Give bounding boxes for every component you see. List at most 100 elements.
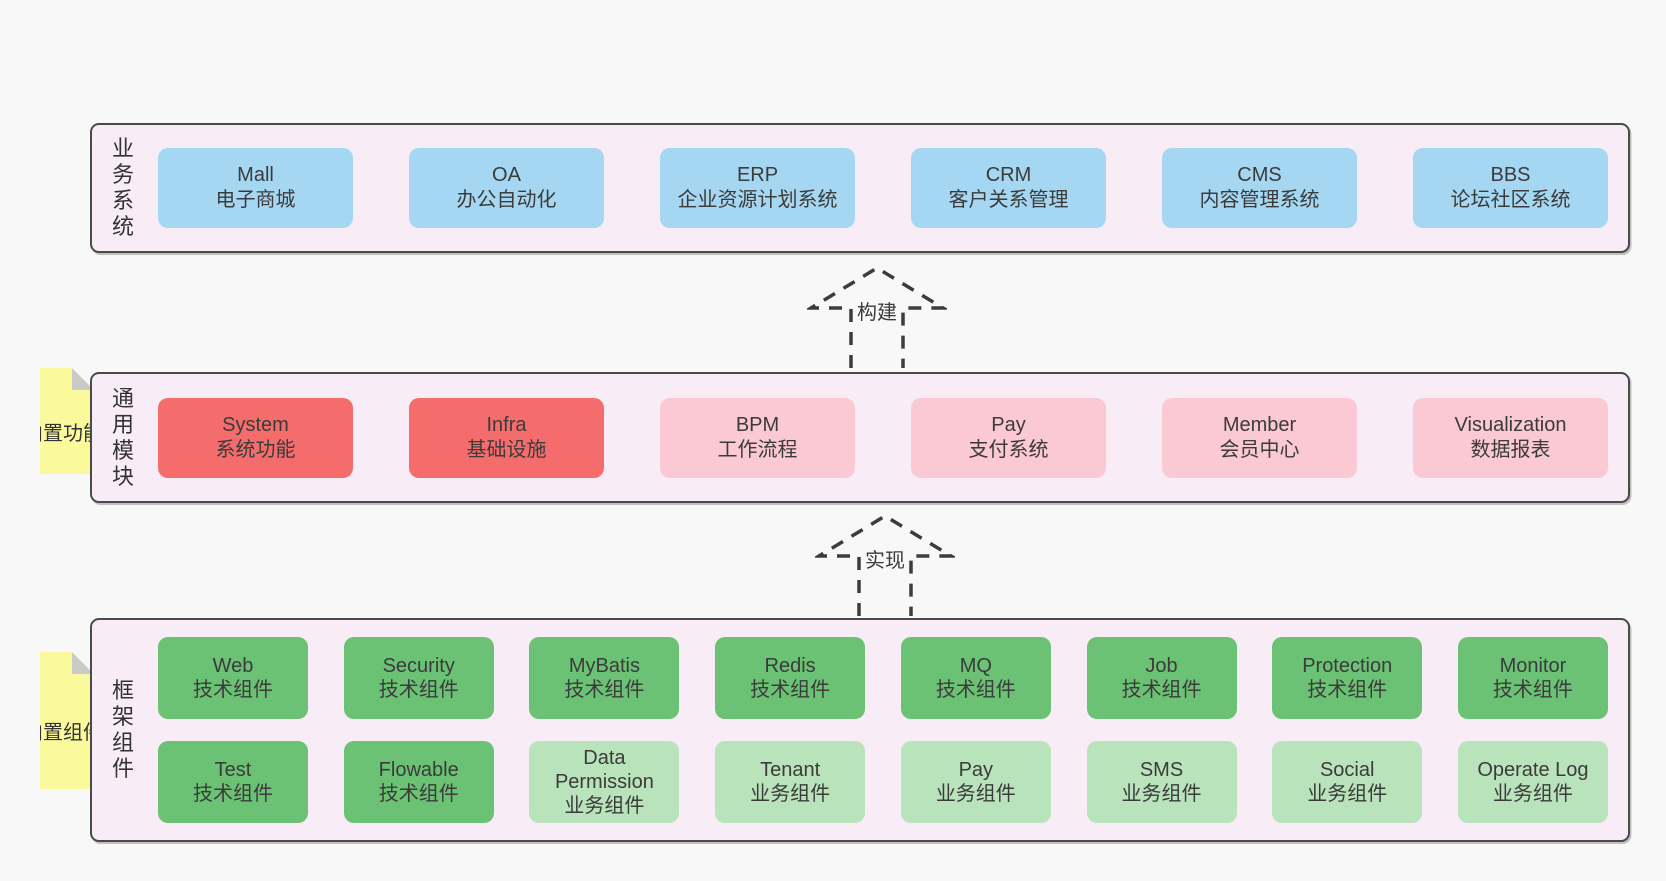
component-sms: SMS 业务组件 [1086,741,1237,823]
arrow-implement-label: 实现 [862,544,908,573]
component-social: Social 业务组件 [1272,741,1423,823]
band-content: Mall 电子商城 OA 办公自动化 ERP 企业资源计划系统 CRM 客户关系… [142,148,1628,228]
component-subtitle: 业务组件 [750,783,831,805]
component-subtitle: 技术组件 [193,679,273,701]
module-bpm: BPM 工作流程 [660,397,855,478]
module-title: OA [492,164,521,186]
module-erp: ERP 企业资源计划系统 [660,148,855,228]
component-title: Protection [1302,655,1393,677]
component-title: Redis [764,655,816,677]
band-label-business-systems: 业务系统 [111,136,134,239]
module-member: Member 会员中心 [1162,397,1357,478]
component-redis: Redis 技术组件 [715,637,866,719]
module-subtitle: 系统功能 [215,438,296,461]
component-subtitle: 业务组件 [1121,783,1202,805]
module-title: Pay [991,413,1026,436]
module-title: Visualization [1454,413,1567,436]
component-operate-log: Operate Log 业务组件 [1457,741,1608,823]
component-subtitle: 技术组件 [1121,679,1202,701]
component-title: Social [1319,759,1375,781]
module-subtitle: 论坛社区系统 [1450,189,1571,211]
component-security: Security 技术组件 [343,637,494,719]
component-title: Data Permission [554,747,654,793]
component-tenant: Tenant 业务组件 [715,741,866,823]
component-job: Job 技术组件 [1086,637,1237,719]
band-business-systems: 业务系统 Mall 电子商城 OA 办公自动化 ERP 企业资源计划系统 CRM… [90,123,1630,253]
component-test: Test 技术组件 [158,741,308,823]
band-content: Web 技术组件 Security 技术组件 MyBatis 技术组件 Redi… [142,637,1628,823]
module-title: BBS [1490,164,1531,186]
component-mq: MQ 技术组件 [900,637,1051,719]
band-label-framework-components: 框架组件 [111,678,134,781]
component-subtitle: 技术组件 [378,783,459,805]
folded-corner-icon [72,368,94,390]
component-subtitle: 技术组件 [378,679,459,701]
component-protection: Protection 技术组件 [1272,637,1423,719]
module-subtitle: 电子商城 [215,189,296,211]
module-title: Infra [486,413,527,436]
band-label-common-modules: 通用模块 [111,385,134,489]
band-framework-components: 框架组件 Web 技术组件 Security 技术组件 MyBatis 技术组件 [90,618,1630,842]
module-mall: Mall 电子商城 [158,148,353,228]
component-title: Test [214,759,252,781]
module-visualization: Visualization 数据报表 [1413,397,1608,478]
component-title: Job [1145,655,1178,677]
module-subtitle: 办公自动化 [456,189,557,211]
module-title: BPM [735,413,780,436]
component-web: Web 技术组件 [158,637,308,719]
component-title: Security [382,655,455,677]
module-subtitle: 会员中心 [1219,438,1300,461]
component-subtitle: 业务组件 [564,795,645,817]
component-flowable: Flowable 技术组件 [343,741,494,823]
sticky-built-in-components: 内置组件 [40,652,94,789]
module-infra: Infra 基础设施 [409,397,604,478]
component-title: MyBatis [568,655,640,677]
band-common-modules: 通用模块 System 系统功能 Infra 基础设施 BPM 工作流程 Pay… [90,372,1630,503]
module-title: System [222,413,289,436]
component-pay: Pay 业务组件 [900,741,1051,823]
module-title: CMS [1237,164,1282,186]
module-subtitle: 企业资源计划系统 [677,189,838,211]
component-subtitle: 技术组件 [1492,679,1573,701]
module-subtitle: 客户关系管理 [948,189,1069,211]
module-system: System 系统功能 [158,397,353,478]
arrow-build-label: 构建 [854,296,900,325]
module-subtitle: 内容管理系统 [1199,189,1320,211]
module-title: Member [1222,413,1297,436]
module-subtitle: 数据报表 [1470,438,1551,461]
component-title: Web [212,655,254,677]
component-data-permission: Data Permission 业务组件 [529,741,680,823]
folded-corner-icon [72,652,94,674]
component-subtitle: 技术组件 [564,679,645,701]
component-title: Tenant [760,759,821,781]
module-crm: CRM 客户关系管理 [911,148,1106,228]
module-title: ERP [736,164,779,186]
module-subtitle: 基础设施 [466,438,547,461]
component-title: Pay [958,759,994,781]
sticky-built-in-components-label: 内置组件 [23,722,83,744]
component-subtitle: 技术组件 [935,679,1016,701]
band-content: System 系统功能 Infra 基础设施 BPM 工作流程 Pay 支付系统… [142,397,1628,478]
arrow-build: 构建 [807,262,947,368]
module-pay: Pay 支付系统 [911,397,1106,478]
module-oa: OA 办公自动化 [409,148,604,228]
module-title: CRM [985,164,1032,186]
module-bbs: BBS 论坛社区系统 [1413,148,1608,228]
module-cms: CMS 内容管理系统 [1162,148,1357,228]
component-subtitle: 业务组件 [1492,783,1573,805]
component-subtitle: 技术组件 [1307,679,1388,701]
module-title: Mall [237,164,274,186]
component-mybatis: MyBatis 技术组件 [529,637,680,719]
component-title: SMS [1139,759,1184,781]
component-monitor: Monitor 技术组件 [1457,637,1608,719]
component-title: Flowable [378,759,459,781]
component-subtitle: 业务组件 [935,783,1016,805]
component-title: Operate Log [1477,759,1589,781]
component-subtitle: 业务组件 [1307,783,1388,805]
component-subtitle: 技术组件 [193,783,273,805]
arrow-implement: 实现 [815,510,955,616]
module-subtitle: 支付系统 [968,438,1049,461]
sticky-built-in-features-label: 内置功能 [23,422,83,445]
component-title: Monitor [1499,655,1567,677]
